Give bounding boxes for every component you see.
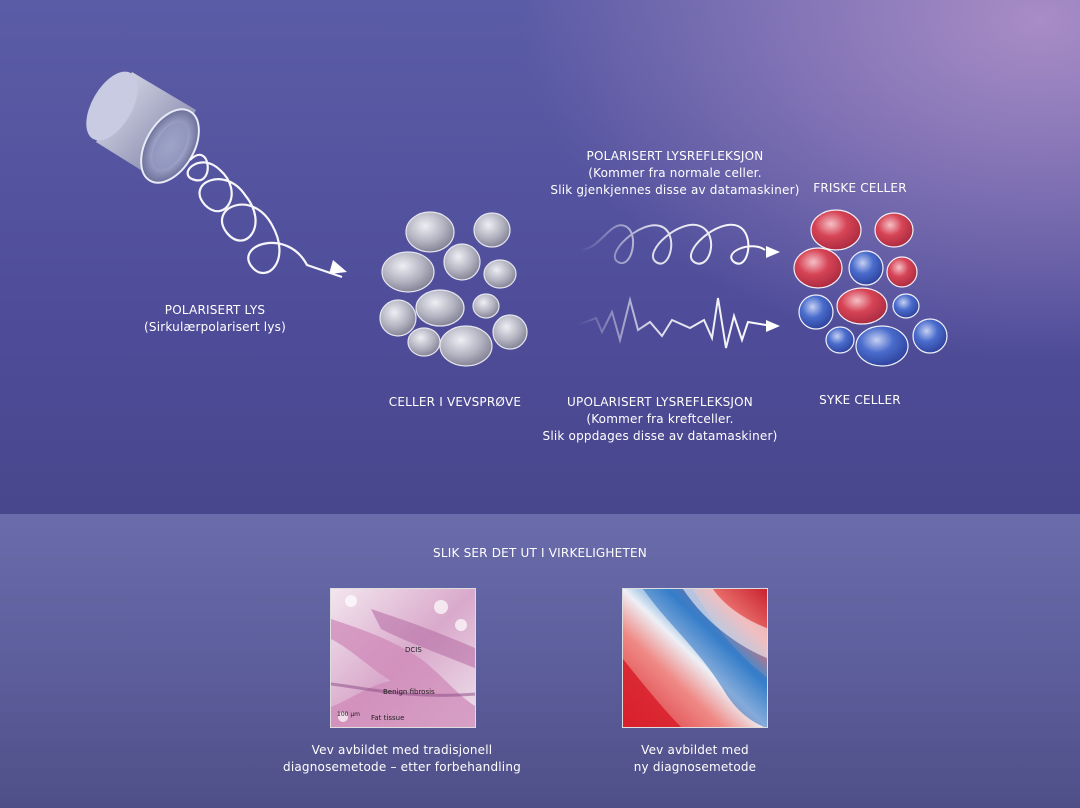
tissue-cells-label: CELLER I VEVSPRØVE <box>375 394 535 411</box>
he-stained-tissue-image: DCIS Benign fibrosis 100 µm Fat tissue <box>330 588 476 728</box>
sick-cells-title: SYKE CELLER <box>800 392 920 409</box>
left-image-caption: Vev avbildet med tradisjonell diagnoseme… <box>280 742 524 776</box>
left-caption-line1: Vev avbildet med tradisjonell <box>280 742 524 759</box>
classified-cells-cluster <box>794 210 947 366</box>
unpolarized-reflection-label: UPOLARISERT LYSREFLEKSJON (Kommer fra kr… <box>530 394 790 445</box>
polarized-light-helix <box>188 155 342 277</box>
right-image-caption: Vev avbildet med ny diagnosemetode <box>600 742 790 776</box>
reality-heading: SLIK SER DET UT I VIRKELIGHETEN <box>390 545 690 562</box>
unpolarized-reflection-title: UPOLARISERT LYSREFLEKSJON <box>530 394 790 411</box>
right-caption-line2: ny diagnosemetode <box>600 759 790 776</box>
unpolarized-reflection-line1: (Kommer fra kreftceller. <box>530 411 790 428</box>
reality-heading-text: SLIK SER DET UT I VIRKELIGHETEN <box>390 545 690 562</box>
tissue-cells-title: CELLER I VEVSPRØVE <box>375 394 535 411</box>
helix-arrowhead <box>329 260 347 274</box>
unpolarized-reflection-line2: Slik oppdages disse av datamaskiner) <box>530 428 790 445</box>
arrow-head <box>766 246 780 258</box>
arrow-head <box>766 320 780 332</box>
sick-cells-label: SYKE CELLER <box>800 392 920 409</box>
unpolarized-reflection-wave <box>578 298 766 348</box>
camera-icon <box>76 63 211 193</box>
polarized-reflection-line1: (Kommer fra normale celler. <box>540 165 810 182</box>
scale-label: 100 µm <box>337 711 360 718</box>
tissue-cells-cluster <box>380 212 527 366</box>
healthy-cells-label: FRISKE CELLER <box>800 180 920 197</box>
left-caption-line2: diagnosemetode – etter forbehandling <box>280 759 524 776</box>
healthy-cells-title: FRISKE CELLER <box>800 180 920 197</box>
right-caption-line1: Vev avbildet med <box>600 742 790 759</box>
polarized-light-title: POLARISERT LYS <box>130 302 300 319</box>
polarized-light-label: POLARISERT LYS (Sirkulærpolarisert lys) <box>130 302 300 336</box>
polarized-reflection-label: POLARISERT LYSREFLEKSJON (Kommer fra nor… <box>540 148 810 199</box>
fat-tissue-label: Fat tissue <box>371 714 404 722</box>
dcis-label: DCIS <box>405 646 422 654</box>
polarized-reflection-wave <box>580 225 765 264</box>
polarization-tissue-image <box>622 588 768 728</box>
polarized-reflection-line2: Slik gjenkjennes disse av datamaskiner) <box>540 182 810 199</box>
benign-fibrosis-label: Benign fibrosis <box>383 688 435 696</box>
polarized-light-subtitle: (Sirkulærpolarisert lys) <box>130 319 300 336</box>
polarized-reflection-title: POLARISERT LYSREFLEKSJON <box>540 148 810 165</box>
